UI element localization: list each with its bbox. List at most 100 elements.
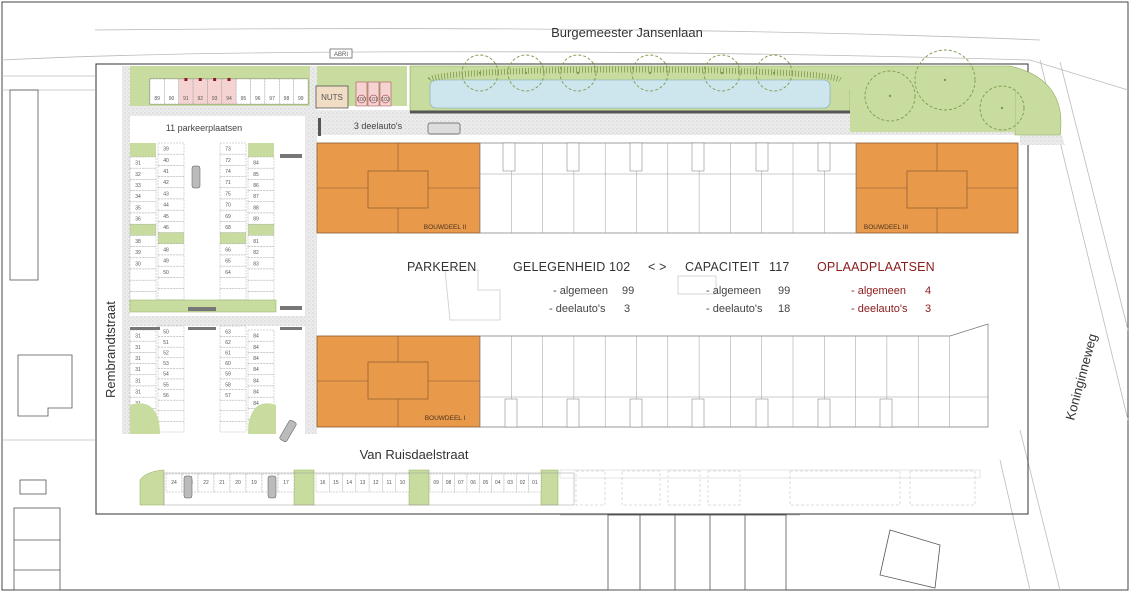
green-strip [540, 469, 559, 506]
parking-spot [157, 288, 185, 301]
parking-number: 81 [253, 239, 259, 245]
parking-number: 43 [163, 191, 169, 197]
parking-number: 65 [225, 259, 231, 265]
green-corner [248, 143, 274, 157]
house-row-frame [479, 323, 989, 428]
parking-number: 68 [225, 225, 231, 231]
parking-number: 31 [135, 367, 141, 373]
parking-spot-outline [707, 470, 741, 506]
parking-number: 21 [219, 480, 225, 486]
parking-spot [129, 179, 157, 191]
parking-number: 94 [226, 96, 232, 102]
parking-spot [129, 156, 157, 169]
parking-spot [157, 277, 185, 289]
parking-number: 13 [360, 480, 366, 486]
green-strip [219, 232, 247, 245]
trees [461, 49, 1025, 131]
parking-number: 84 [253, 378, 259, 384]
parking-spot [247, 352, 275, 364]
parking-number: 50 [163, 270, 169, 276]
parking-spot [219, 325, 247, 337]
parking-spot [219, 209, 247, 222]
green-strip [129, 299, 277, 313]
street-west: Rembrandtstraat [103, 301, 118, 398]
parking-number: 73 [225, 147, 231, 153]
parking-number: 42 [163, 180, 169, 186]
parking-number: 50 [163, 329, 169, 335]
parking-spot [157, 357, 185, 369]
house-extension [629, 398, 643, 428]
parking-spot [219, 153, 247, 166]
parking-spot-outline [909, 470, 976, 506]
house-extension [691, 398, 705, 428]
parking-number: 03 [507, 480, 513, 486]
parking-number: 49 [163, 259, 169, 265]
parking-number: 05 [483, 480, 489, 486]
parking-spot [157, 421, 185, 433]
parking-spot [219, 288, 247, 301]
parking-spot [219, 198, 247, 211]
parking-number: 31 [135, 161, 141, 167]
parking-number: 15 [333, 480, 339, 486]
parking-spot [219, 243, 247, 256]
parking-spot [157, 243, 185, 256]
parking-number: 59 [225, 372, 231, 378]
green-strip [247, 223, 275, 236]
barrier [280, 327, 302, 330]
parking-number: 84 [253, 345, 259, 351]
summary-gelegenheid-title: GELEGENHEID [513, 260, 606, 274]
parking-spot [219, 336, 247, 348]
parking-spot [129, 397, 157, 409]
parking-number: 92 [197, 96, 203, 102]
summary-parkeren: PARKEREN [407, 260, 476, 274]
parking-spot [219, 266, 247, 278]
parking-number: 74 [225, 169, 231, 175]
summary-capaciteit-total: 117 [769, 260, 790, 274]
parking-number: 84 [253, 161, 259, 167]
parking-spot [157, 187, 185, 200]
parking-number: 16 [320, 480, 326, 486]
charging-marker [227, 78, 231, 81]
parking-spot [129, 341, 157, 353]
parking-spot [149, 78, 165, 105]
parking-number: 84 [253, 367, 259, 373]
parking-spot [157, 266, 185, 278]
parking-number: 07 [458, 480, 464, 486]
parking-spot [247, 257, 275, 270]
car-symbol [183, 475, 193, 499]
parking-spot [129, 167, 157, 180]
parking-number: 70 [225, 203, 231, 209]
car-symbol [191, 165, 201, 189]
parking-number: 34 [135, 194, 141, 200]
parking-number: 09 [433, 480, 439, 486]
parking-spot [129, 190, 157, 203]
parking-number: 31 [135, 390, 141, 396]
parking-spot [157, 165, 185, 177]
house-extension [691, 142, 705, 172]
parking-number: 40 [163, 158, 169, 164]
parking-spot [157, 400, 185, 412]
nuts-building [315, 85, 349, 109]
parking-spot [219, 165, 247, 177]
house-extension [755, 142, 769, 172]
parking-spot [247, 201, 275, 214]
parking-number: 89 [154, 96, 160, 102]
green-corner [130, 403, 160, 434]
parking-number: 31 [135, 356, 141, 362]
parking-spot [129, 363, 157, 376]
parking-spot [247, 397, 275, 409]
parking-spot [329, 473, 343, 493]
parking-number: 95 [241, 96, 247, 102]
oplaad-algemeen-label: - algemeen [851, 285, 906, 297]
parking-number: 62 [225, 340, 231, 346]
gelegenheid-algemeen-value: 99 [622, 285, 634, 297]
deelauto-spot [367, 81, 380, 107]
car-symbol [427, 122, 461, 135]
parking-spot [157, 254, 185, 267]
parking-number: 85 [253, 172, 259, 178]
parking-number: 97 [269, 96, 275, 102]
parking-spot [164, 78, 179, 105]
capaciteit-deelautos-value: 18 [778, 303, 790, 315]
oplaad-algemeen-value: 4 [925, 285, 931, 297]
